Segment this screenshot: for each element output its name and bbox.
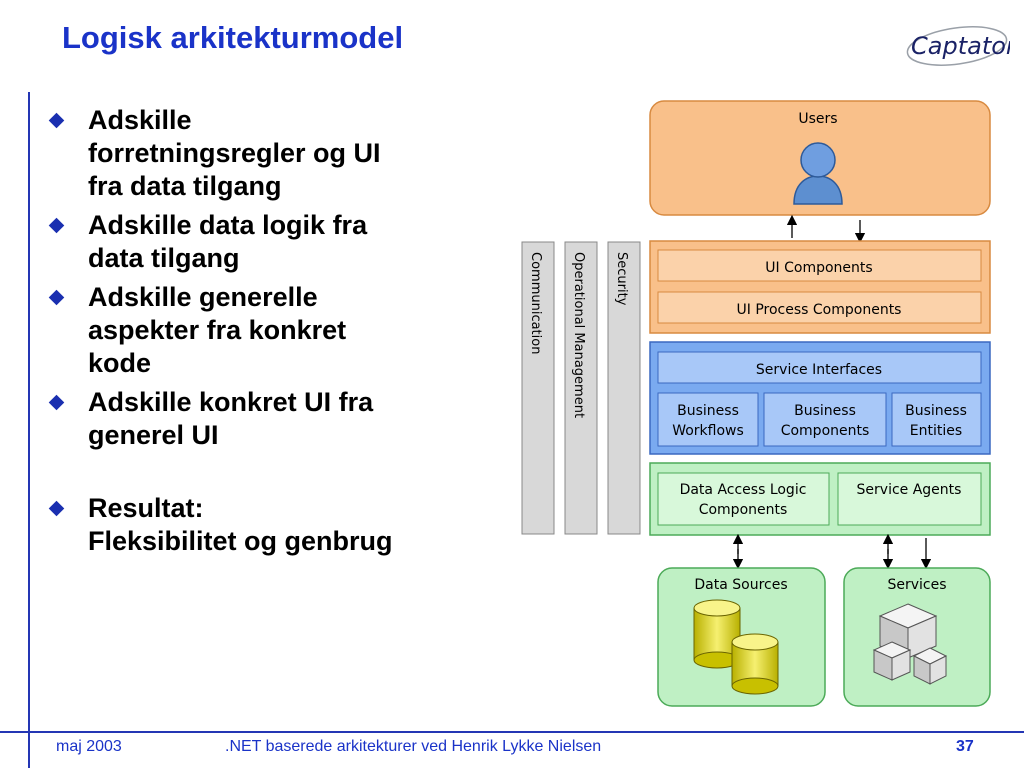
svg-text:Operational Management: Operational Management: [571, 252, 586, 418]
svg-text:UI Process Components: UI Process Components: [737, 302, 902, 318]
bullet-item: Adskille forretningsregler og UI fra dat…: [48, 104, 518, 203]
svg-text:Security: Security: [614, 252, 629, 306]
bullet-result: Resultat: Fleksibilitet og genbrug: [48, 492, 518, 558]
security-bar: Security: [607, 241, 641, 535]
svg-text:Workflows: Workflows: [672, 423, 744, 439]
page-number: 37: [956, 738, 974, 755]
database-icon: [693, 599, 779, 695]
bullet-item: Adskille konkret UI fra generel UI: [48, 386, 518, 452]
bullet-item: Adskille data logik fra data tilgang: [48, 209, 518, 275]
data-layer: Data Access Logic Components Service Age…: [649, 462, 991, 536]
footer-title: .NET baserede arkitekturer ved Henrik Ly…: [225, 738, 602, 755]
services-box: Services: [843, 567, 991, 707]
svg-text:Business: Business: [794, 403, 856, 419]
operational-management-bar: Operational Management: [564, 241, 598, 535]
svg-text:Data Access Logic: Data Access Logic: [680, 482, 807, 498]
diamond-bullet-icon: [48, 394, 65, 411]
diamond-bullet-icon: [48, 289, 65, 306]
captator-logo: Captator: [906, 26, 1010, 66]
svg-text:Users: Users: [798, 111, 837, 127]
svg-text:Business: Business: [905, 403, 967, 419]
data-sources-box: Data Sources: [657, 567, 826, 707]
diamond-bullet-icon: [48, 112, 65, 129]
cubes-icon: [872, 603, 948, 685]
bullet-list: Adskille forretningsregler og UI fra dat…: [48, 104, 518, 564]
footer-rule: [0, 731, 1024, 733]
architecture-diagram: Users Communication Operational Manageme…: [521, 100, 991, 707]
svg-text:UI Components: UI Components: [765, 260, 872, 276]
logo-text: Captator: [911, 32, 1010, 60]
left-rule: [28, 92, 30, 768]
business-layer: Service Interfaces Business Workflows Bu…: [649, 341, 991, 455]
diamond-bullet-icon: [48, 217, 65, 234]
page-title: Logisk arkitekturmodel: [62, 20, 404, 55]
svg-text:Service Interfaces: Service Interfaces: [756, 362, 882, 378]
svg-text:Communication: Communication: [528, 252, 543, 354]
svg-text:Data Sources: Data Sources: [694, 577, 787, 593]
users-box: Users: [649, 100, 991, 216]
svg-text:Components: Components: [699, 502, 788, 518]
svg-text:Services: Services: [887, 577, 946, 593]
svg-text:Service Agents: Service Agents: [857, 482, 962, 498]
communication-bar: Communication: [521, 241, 555, 535]
footer-date: maj 2003: [56, 738, 122, 755]
bullet-item: Adskille generelle aspekter fra konkret …: [48, 281, 518, 380]
svg-text:Business: Business: [677, 403, 739, 419]
diamond-bullet-icon: [48, 500, 65, 517]
svg-text:Components: Components: [781, 423, 870, 439]
svg-text:Entities: Entities: [910, 423, 962, 439]
ui-layer: UI Components UI Process Components: [649, 240, 991, 334]
user-icon: [793, 142, 843, 205]
